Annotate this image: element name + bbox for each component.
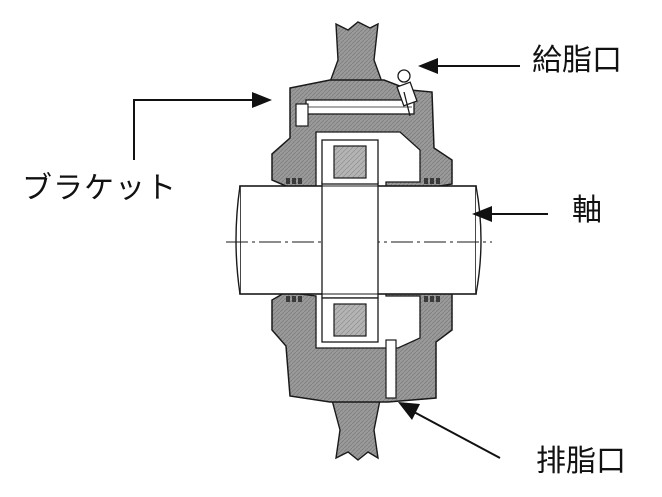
drain-channel xyxy=(385,339,397,399)
bracket-label: ブラケット xyxy=(22,171,177,206)
seal-grooves xyxy=(286,178,440,302)
supply-port-label: 給脂口 xyxy=(532,43,622,78)
bottom-web xyxy=(331,399,381,461)
drain-port-label: 排脂口 xyxy=(536,444,626,479)
top-web xyxy=(329,21,383,83)
bracket-callout xyxy=(133,92,272,160)
shaft-label: 軸 xyxy=(572,193,602,228)
grease-nipple-icon xyxy=(396,69,418,117)
drain-port-arrow xyxy=(398,402,501,459)
shaft-arrow xyxy=(472,206,548,222)
supply-port-arrow xyxy=(418,58,520,74)
